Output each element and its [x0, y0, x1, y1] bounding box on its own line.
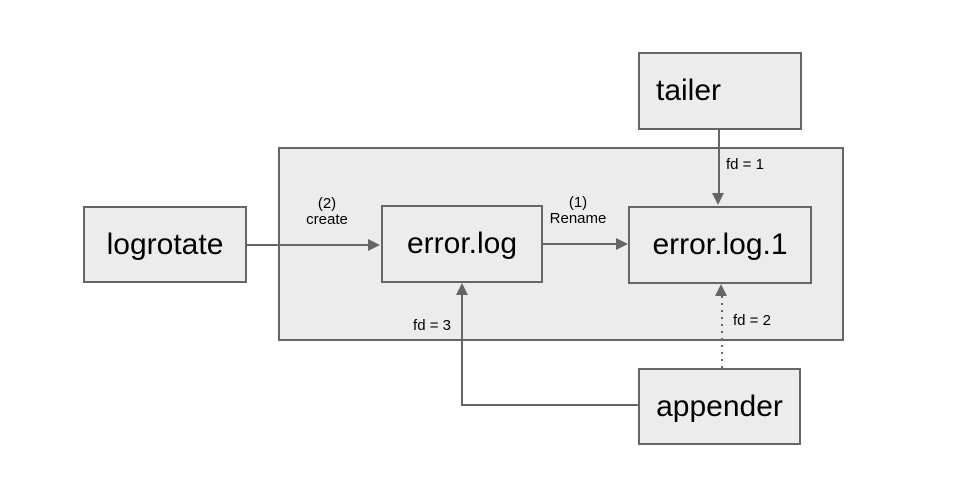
edge-create-step: (2) — [317, 195, 337, 212]
edge-create-line — [247, 244, 369, 246]
edge-fd2-label: fd = 2 — [733, 312, 771, 329]
node-tailer-label: tailer — [656, 74, 722, 107]
edge-rename-line — [543, 243, 617, 245]
edge-fd2-dotted-line — [721, 296, 723, 368]
edge-fd1-arrowhead-icon — [712, 193, 724, 205]
node-appender-label: appender — [656, 389, 783, 423]
edge-create-arrowhead-icon — [368, 239, 380, 251]
edge-create-label: (2) create — [287, 196, 367, 228]
node-error-log: error.log — [381, 205, 543, 283]
edge-fd2-arrowhead-icon — [715, 284, 727, 296]
edge-rename-step: (1) — [568, 194, 588, 211]
node-error-log-1: error.log.1 — [628, 206, 812, 284]
node-error-log-label: error.log — [406, 227, 518, 260]
edge-create-action: create — [306, 211, 348, 228]
node-logrotate-label: logrotate — [106, 227, 224, 261]
edge-fd1-line — [718, 130, 720, 194]
edge-fd3-arrowhead-icon — [456, 283, 468, 295]
edge-rename-label: (1) Rename — [538, 195, 618, 227]
node-tailer: tailer — [638, 52, 802, 130]
edge-rename-arrowhead-icon — [616, 238, 628, 250]
edge-fd3-horizontal-line — [461, 404, 639, 406]
edge-rename-action: Rename — [549, 210, 607, 227]
node-error-log-1-label: error.log.1 — [652, 228, 788, 261]
edge-fd1-label: fd = 1 — [726, 156, 764, 173]
node-logrotate: logrotate — [83, 206, 247, 283]
edge-fd3-vertical-line — [461, 295, 463, 406]
edge-fd3-label: fd = 3 — [413, 317, 451, 334]
node-appender: appender — [638, 368, 801, 445]
